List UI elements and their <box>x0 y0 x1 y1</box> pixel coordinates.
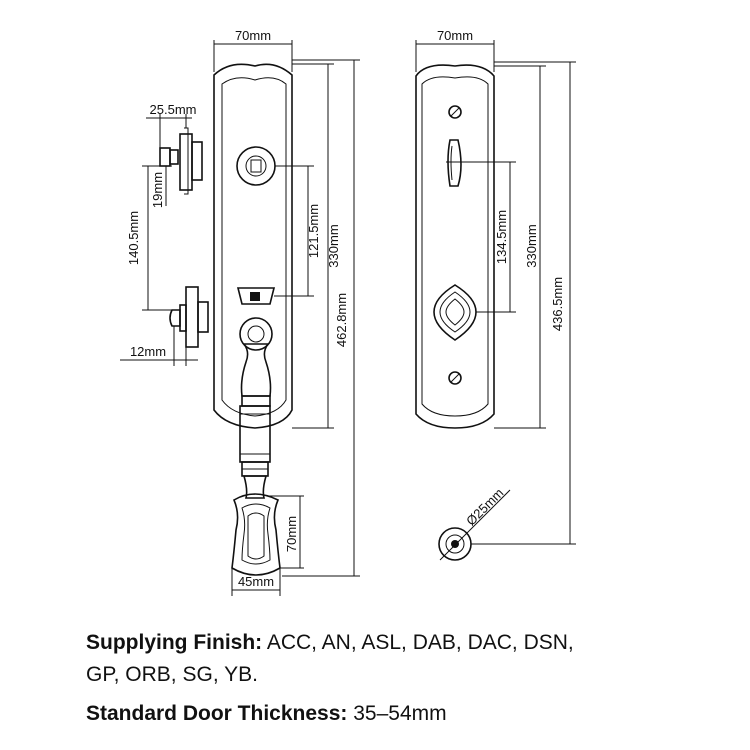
dim-right-plate-height: 330mm <box>524 224 539 267</box>
dim-rosette-diameter: Ø25mm <box>463 485 506 528</box>
dim-grip-width: 45mm <box>238 574 274 589</box>
handle-grip <box>239 343 272 499</box>
dim-bolt-spacing: 140.5mm <box>126 211 141 265</box>
thumb-latch-icon <box>236 287 276 305</box>
interior-plate <box>415 64 495 429</box>
screw-icon <box>448 371 462 385</box>
dim-left-plate-height: 330mm <box>326 224 341 267</box>
dim-right-overall-height: 436.5mm <box>550 277 565 331</box>
finish-label: Supplying Finish: <box>86 631 263 654</box>
dimension-lines <box>120 40 576 596</box>
dim-left-width: 70mm <box>235 28 271 43</box>
cylinder-icon <box>236 146 276 186</box>
latch-side-view <box>169 286 209 348</box>
thumb-turn-icon <box>446 139 466 187</box>
finish-line-1: Supplying Finish: ACC, AN, ASL, DAB, DAC… <box>86 628 574 658</box>
dim-right-width: 70mm <box>437 28 473 43</box>
thickness-value: 35–54mm <box>347 702 447 725</box>
finish-line-2: GP, ORB, SG, YB. <box>86 660 258 690</box>
dim-deadbolt-projection: 25.5mm <box>150 102 197 117</box>
lockset-technical-drawing: 70mm 70mm 25.5mm 19mm 140.5mm 12mm 121.5… <box>120 28 576 596</box>
finish-value-line-2: GP, ORB, SG, YB. <box>86 663 258 686</box>
interior-knob-rose-icon <box>433 284 477 341</box>
grip-escutcheon <box>231 493 281 576</box>
dim-latch-height: 12mm <box>130 344 166 359</box>
dim-right-inner-spacing: 134.5mm <box>494 210 509 264</box>
screw-icon <box>448 105 462 119</box>
dim-left-inner-spacing: 121.5mm <box>306 204 321 258</box>
dim-grip-height: 70mm <box>284 516 299 552</box>
dim-left-overall-height: 462.8mm <box>334 293 349 347</box>
thickness-line: Standard Door Thickness: 35–54mm <box>86 699 447 729</box>
finish-value-line-1: ACC, AN, ASL, DAB, DAC, DSN, <box>262 631 574 654</box>
handle-rose <box>239 317 273 351</box>
exterior-plate <box>213 63 293 429</box>
thickness-label: Standard Door Thickness: <box>86 702 348 725</box>
dim-deadbolt-height: 19mm <box>150 172 165 208</box>
